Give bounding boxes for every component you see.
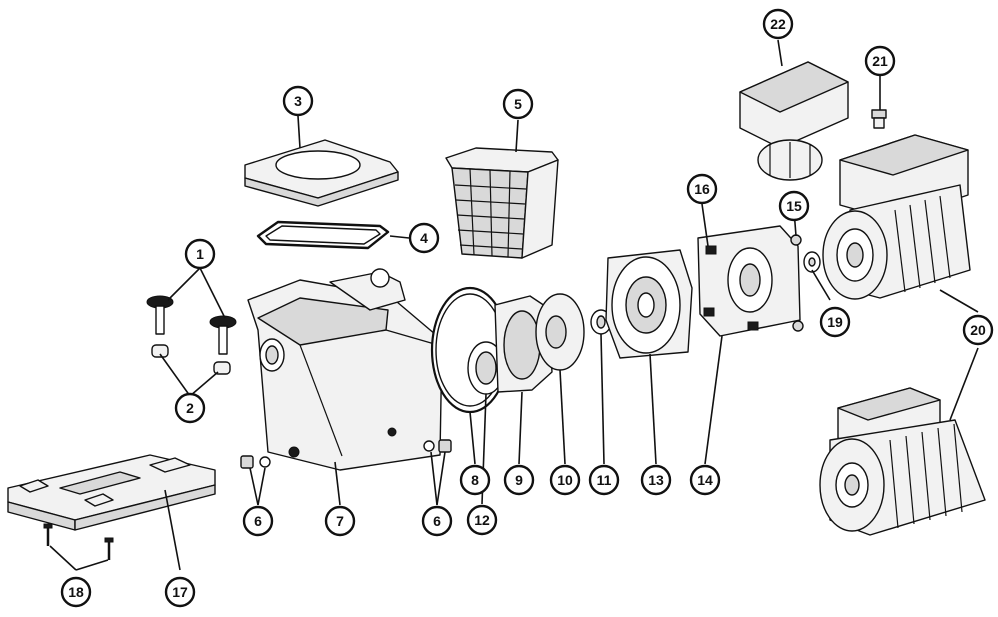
svg-text:2: 2 — [186, 400, 194, 416]
part-7-housing — [247, 268, 443, 471]
callout-12: 12 — [466, 504, 498, 536]
callout-1: 1 — [184, 238, 216, 270]
part-17-base — [7, 454, 216, 531]
leader-lines — [49, 39, 979, 571]
callout-20: 20 — [962, 314, 994, 346]
svg-text:6: 6 — [254, 513, 262, 529]
part-3-lid — [244, 139, 399, 207]
callout-5: 5 — [502, 88, 534, 120]
callout-10: 10 — [549, 464, 581, 496]
callout-4: 4 — [408, 222, 440, 254]
svg-text:13: 13 — [648, 472, 664, 488]
callout-22: 22 — [762, 8, 794, 40]
svg-text:10: 10 — [557, 472, 573, 488]
svg-text:16: 16 — [694, 181, 710, 197]
part-19-washer — [803, 251, 821, 273]
part-18-screws — [43, 523, 114, 560]
callout-6-right: 6 — [421, 505, 453, 537]
part-10-impeller — [535, 293, 585, 371]
callout-21: 21 — [864, 45, 896, 77]
part-12-diffuser — [467, 341, 505, 395]
part-4-lid-oring — [256, 220, 390, 250]
callout-17: 17 — [164, 576, 196, 608]
part-16-bolts — [703, 245, 759, 331]
svg-text:11: 11 — [597, 472, 612, 488]
callout-6-left: 6 — [242, 505, 274, 537]
callout-3: 3 — [282, 85, 314, 117]
callout-2: 2 — [174, 392, 206, 424]
callout-18: 18 — [60, 576, 92, 608]
svg-text:9: 9 — [515, 472, 523, 488]
part-13-seal-plate — [605, 249, 693, 359]
svg-text:20: 20 — [970, 322, 986, 338]
svg-text:5: 5 — [514, 96, 522, 112]
svg-text:7: 7 — [336, 513, 344, 529]
svg-text:3: 3 — [294, 93, 302, 109]
part-15-bolts — [790, 234, 804, 332]
svg-text:22: 22 — [770, 16, 786, 32]
svg-text:15: 15 — [786, 198, 802, 214]
part-14-mount-plate — [697, 225, 801, 337]
part-2-plugs — [151, 344, 231, 375]
svg-text:14: 14 — [697, 472, 713, 488]
svg-text:1: 1 — [196, 246, 204, 262]
part-6-drain-plugs — [240, 439, 452, 469]
part-5-basket — [445, 147, 559, 259]
callout-11: 11 — [588, 464, 620, 496]
svg-text:4: 4 — [420, 230, 428, 246]
part-21-fitting — [871, 109, 887, 129]
part-20-motor-lower — [819, 387, 986, 536]
svg-text:21: 21 — [872, 53, 888, 69]
callout-7: 7 — [324, 505, 356, 537]
svg-text:12: 12 — [474, 512, 490, 528]
svg-text:17: 17 — [172, 584, 188, 600]
callout-16: 16 — [686, 173, 718, 205]
svg-text:19: 19 — [827, 314, 843, 330]
part-1-knobs — [146, 295, 237, 355]
callout-15: 15 — [778, 190, 810, 222]
callout-14: 14 — [689, 464, 721, 496]
callout-8: 8 — [459, 464, 491, 496]
callout-19: 19 — [819, 306, 851, 338]
svg-text:18: 18 — [68, 584, 84, 600]
callout-9: 9 — [503, 464, 535, 496]
svg-text:6: 6 — [433, 513, 441, 529]
part-20-motor-upper — [822, 134, 971, 300]
part-22-drive — [739, 61, 849, 181]
svg-text:8: 8 — [471, 472, 479, 488]
callout-13: 13 — [640, 464, 672, 496]
